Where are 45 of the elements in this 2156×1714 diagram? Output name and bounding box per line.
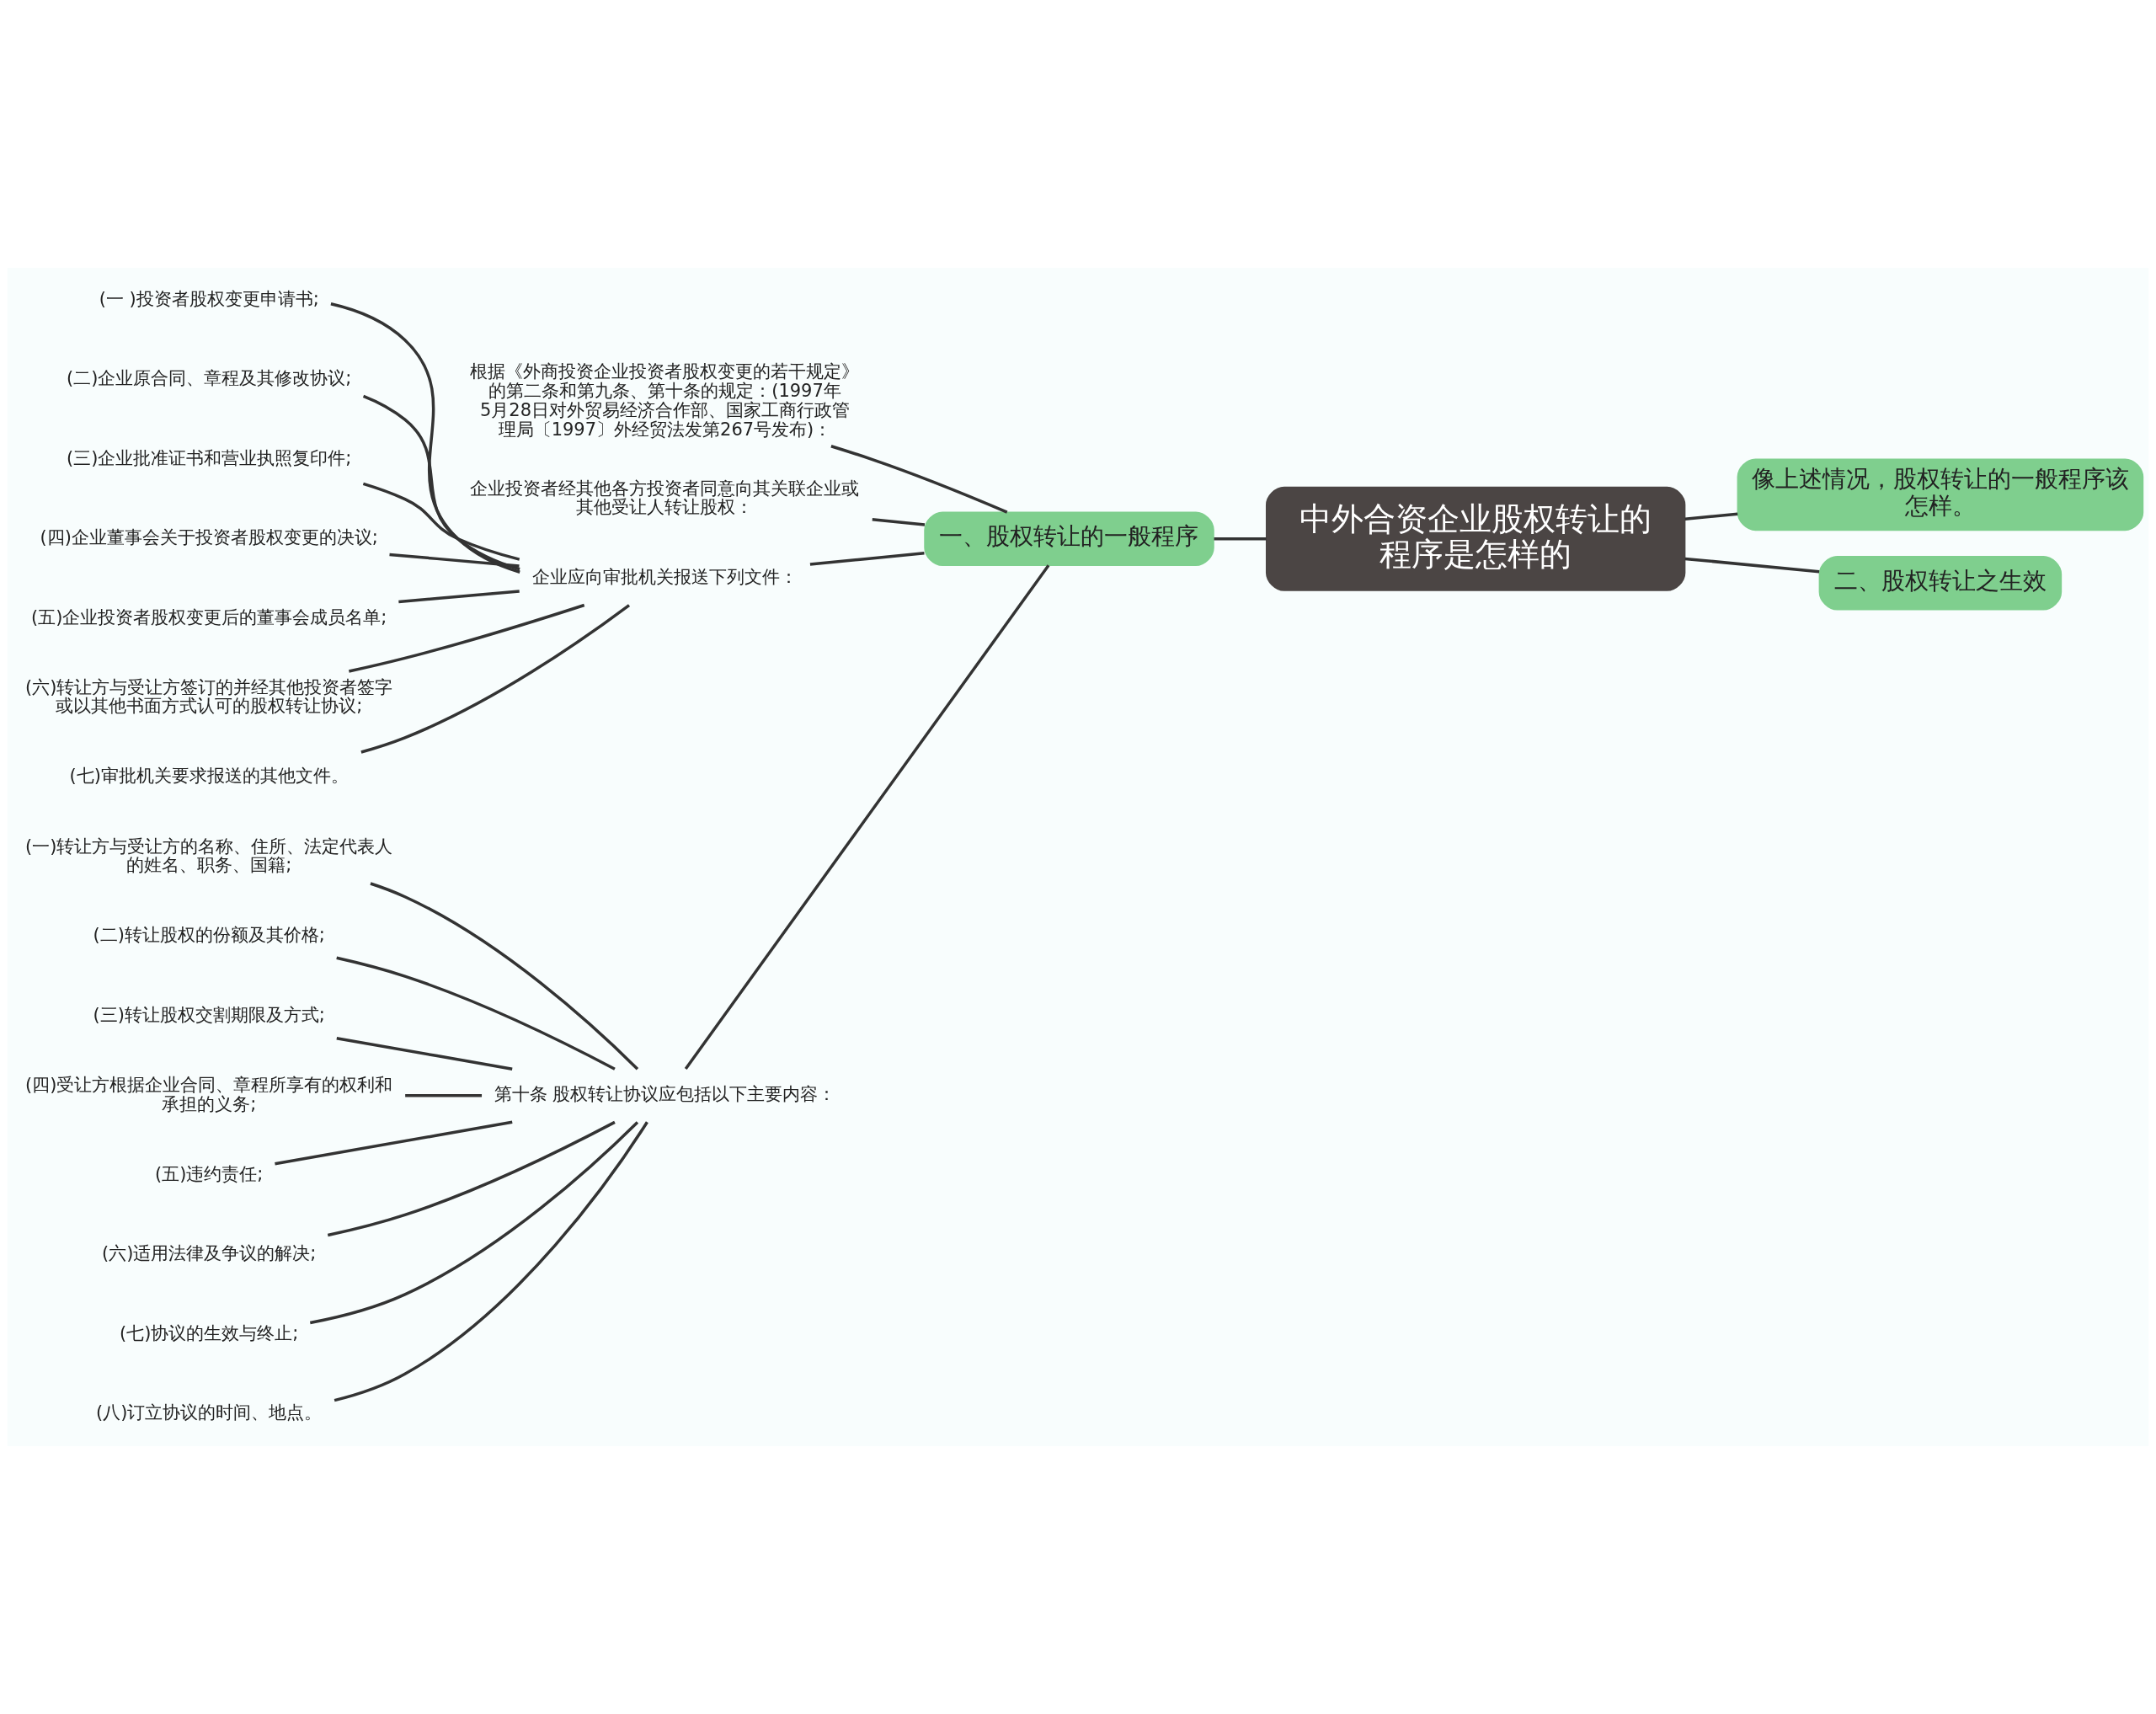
connector	[809, 551, 925, 566]
connector	[327, 1120, 616, 1237]
node-text: 根据《外商投资企业投资者股权变更的若干规定》的第二条和第九条、第十条的规定：(1997年5月28日对外贸易经济合作部、国家工商行政管理局〔1997〕外经贸法发第267号发布)：	[470, 361, 860, 440]
node-box: 中外合资企业股权转让的程序是怎样的	[1265, 486, 1686, 591]
node-box: 二、股权转让之生效	[1818, 555, 2063, 611]
node-text: (七)协议的生效与终止;	[120, 1322, 299, 1343]
connector	[370, 882, 639, 1071]
node-box: 一、股权转让的一般程序	[924, 511, 1214, 567]
connector	[684, 564, 1050, 1070]
connector	[1214, 537, 1267, 541]
node-text: 企业应向审批机关报送下列文件：	[531, 567, 798, 588]
node-text: (四)受让方根据企业合同、章程所享有的权利和承担的义务;	[25, 1074, 393, 1114]
node-text: (三)企业批准证书和营业执照复印件;	[67, 447, 352, 468]
node-text: 第十条 股权转让协议应包括以下主要内容：	[494, 1084, 836, 1105]
connector	[334, 1121, 648, 1402]
node-text: (二)企业原合同、章程及其修改协议;	[67, 368, 352, 389]
connector	[275, 1120, 513, 1166]
connector	[349, 603, 585, 673]
connector	[336, 956, 616, 1071]
connector	[405, 1094, 483, 1097]
connector	[360, 604, 631, 754]
connector	[330, 302, 520, 574]
node-text: (六)转让方与受让方签订的并经其他投资者签字或以其他书面方式认可的股权转让协议;	[25, 676, 393, 717]
connector	[872, 518, 926, 526]
connector	[309, 1121, 639, 1325]
node-text: (七)审批机关要求报送的其他文件。	[69, 766, 349, 787]
connector	[362, 482, 520, 561]
node-text: (二)转让股权的份额及其价格;	[93, 925, 325, 946]
node-text: 企业投资者经其他各方投资者同意向其关联企业或其他受让人转让股权：	[470, 478, 860, 518]
node-text: (五)企业投资者股权变更后的董事会成员名单;	[31, 606, 387, 627]
node-text: (四)企业董事会关于投资者股权变更的决议;	[40, 527, 378, 548]
connector	[389, 553, 520, 568]
connector	[362, 394, 520, 571]
node-text: (一)转让方与受让方的名称、住所、法定代表人的姓名、职务、国籍;	[25, 836, 393, 876]
node-text: (一 )投资者股权变更申请书;	[99, 288, 319, 309]
node-text: (三)转让股权交割期限及方式;	[93, 1004, 325, 1025]
connector	[830, 445, 1008, 514]
node-text: (六)适用法律及争议的解决;	[102, 1243, 317, 1264]
connector	[1684, 512, 1738, 521]
connector	[1684, 557, 1820, 574]
connector	[336, 1036, 513, 1071]
node-text: (五)违约责任;	[155, 1163, 264, 1184]
node-box: 像上述情况，股权转让的一般程序该怎样。	[1737, 458, 2144, 531]
node-text: (八)订立协议的时间、地点。	[96, 1402, 323, 1423]
connector	[398, 590, 520, 604]
